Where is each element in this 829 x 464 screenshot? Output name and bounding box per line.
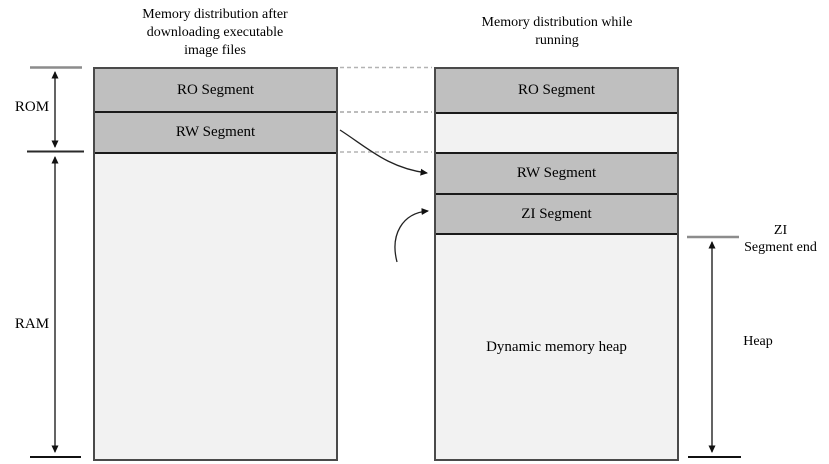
left-ro-segment: RO Segment	[95, 69, 336, 113]
ram-span-indicator	[30, 156, 81, 458]
right-title-line-2: running	[535, 33, 579, 48]
rw-copy-curved-arrow	[339, 129, 428, 176]
right-heap-area: Dynamic memory heap	[436, 235, 677, 459]
right-title-line-1: Memory distribution while	[481, 15, 633, 30]
left-title-line-3: image files	[184, 43, 246, 58]
rom-label: ROM	[14, 99, 50, 115]
heap-label: Heap	[743, 334, 773, 349]
left-empty-ram-area	[95, 154, 336, 459]
heap-area-label: Dynamic memory heap	[486, 338, 627, 355]
left-column-title: Memory distribution after downloading ex…	[115, 6, 315, 60]
ram-label: RAM	[14, 316, 50, 332]
memory-column-while-running: RO Segment RW Segment ZI Segment Dynamic…	[434, 67, 679, 461]
alignment-dashed-lines	[340, 66, 432, 153]
left-title-line-2: downloading executable	[146, 25, 284, 40]
zi-curved-arrow	[394, 208, 429, 263]
right-zi-segment: ZI Segment	[436, 195, 677, 235]
left-rw-segment-label: RW Segment	[175, 124, 256, 140]
zi-segment-end-label: ZI Segment end	[733, 222, 828, 256]
right-rw-segment-label: RW Segment	[516, 165, 597, 181]
right-ro-segment: RO Segment	[436, 69, 677, 114]
left-title-line-1: Memory distribution after	[142, 7, 288, 22]
right-rw-segment: RW Segment	[436, 154, 677, 195]
zi-segment-end-line-1: ZI	[773, 223, 788, 238]
zi-segment-end-line-2: Segment end	[744, 240, 817, 255]
memory-column-after-download: RO Segment RW Segment	[93, 67, 338, 461]
left-rw-segment: RW Segment	[95, 113, 336, 154]
right-unused-gap	[436, 114, 677, 154]
left-ro-segment-label: RO Segment	[176, 81, 255, 98]
right-ro-segment-label: RO Segment	[517, 82, 596, 98]
right-zi-segment-label: ZI Segment	[521, 205, 592, 222]
right-column-title: Memory distribution while running	[457, 14, 657, 50]
